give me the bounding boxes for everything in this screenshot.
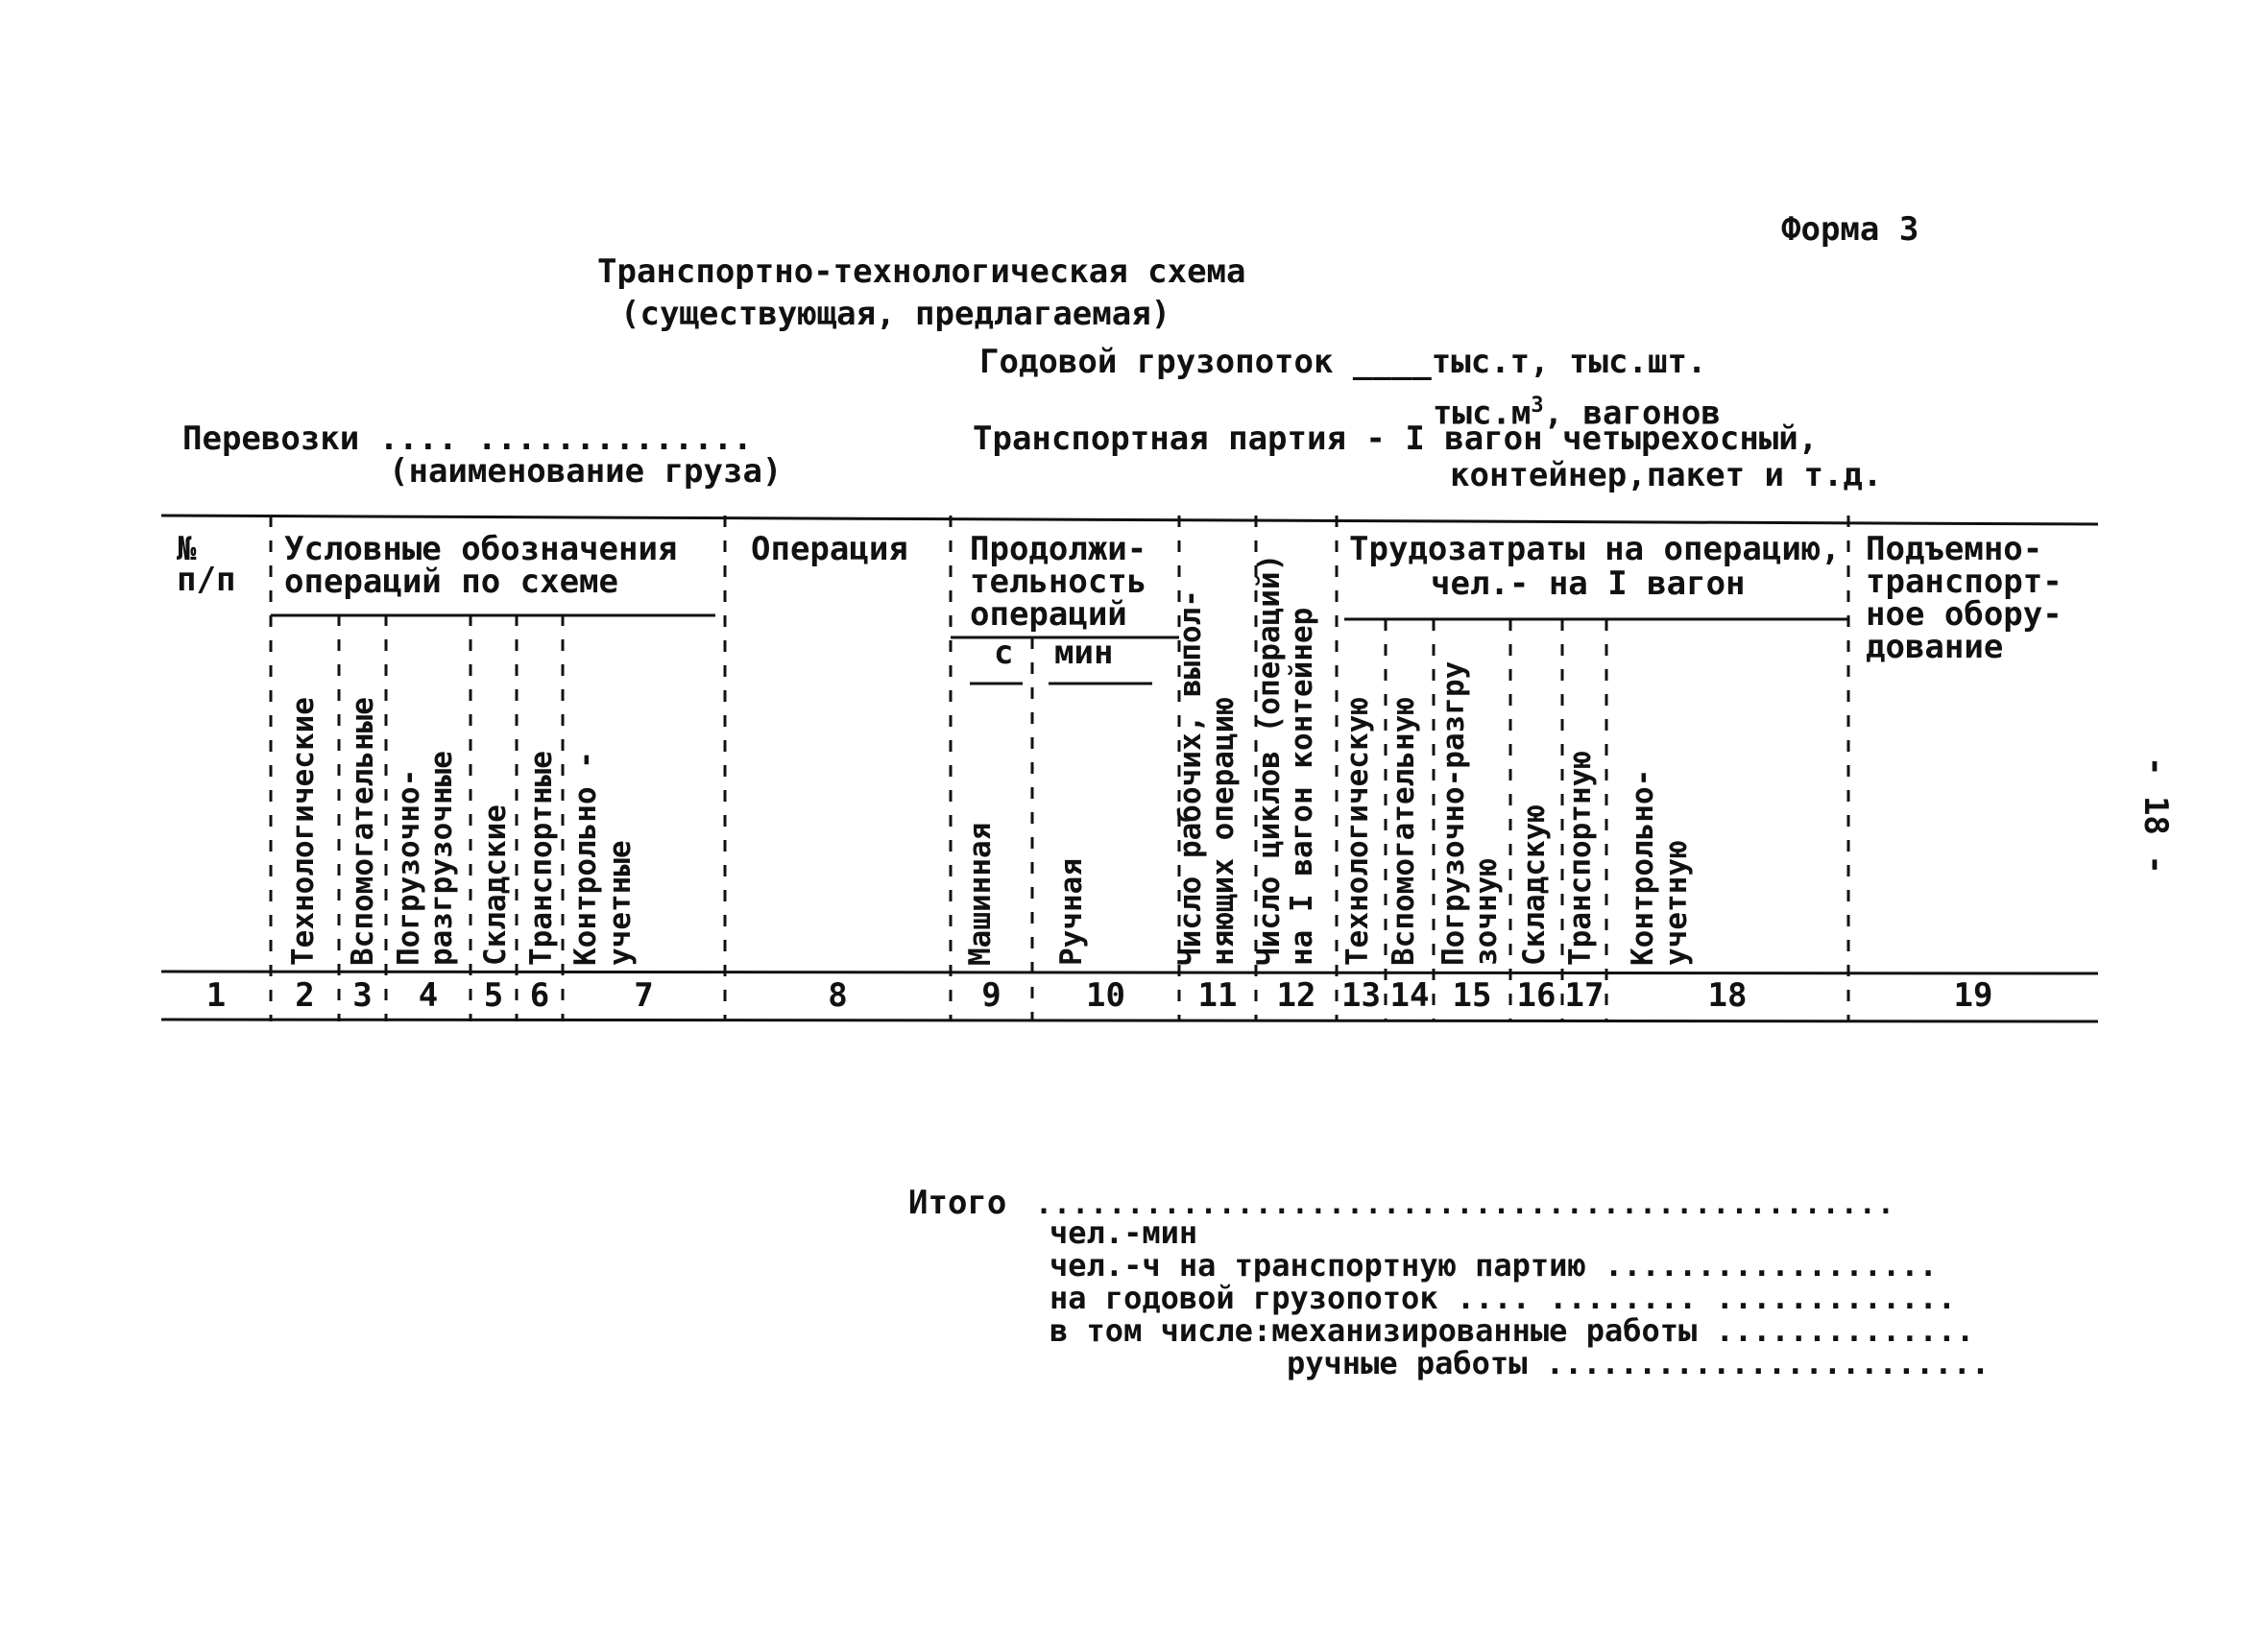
header-duration-1: Продолжи-: [970, 530, 1147, 568]
header-v-labor-loading-1: Погрузочно-разгру: [1436, 660, 1471, 966]
col-number: 11: [1197, 976, 1238, 1015]
header-symbols-2: операций по схеме: [284, 563, 618, 601]
col-number: 6: [529, 976, 550, 1015]
header-v-labor-loading-2: зочную: [1469, 858, 1504, 966]
header-v-workers-1: Число рабочих, выпол-: [1173, 589, 1208, 966]
form-label: Форма 3: [1781, 210, 1919, 249]
col-number: 16: [1516, 976, 1556, 1015]
header-labor-1: Трудозатраты на операцию,: [1349, 530, 1841, 568]
header-equipment-4: дование: [1866, 628, 2004, 666]
col-number: 18: [1707, 976, 1748, 1015]
table-header-bottom-rule: [160, 970, 2099, 975]
header-row-number: № п/п: [177, 530, 236, 599]
header-duration-3: операций: [970, 595, 1127, 634]
col-number: 10: [1086, 976, 1125, 1015]
header-operation: Операция: [751, 530, 908, 568]
col-number: 19: [1953, 976, 1993, 1015]
annual-flow-wagons: , вагонов: [1543, 394, 1721, 433]
transport-label: Перевозки .... ..............: [182, 420, 753, 458]
header-v-labor-storage: Складскую: [1517, 804, 1552, 966]
totals-person-min: чел.-мин: [1050, 1214, 1198, 1251]
col-number: 9: [981, 976, 1001, 1015]
col-number: 1: [205, 976, 227, 1015]
col-number: 15: [1452, 976, 1492, 1015]
header-unit-sec: с: [994, 634, 1014, 672]
table-top-rule: [160, 514, 2099, 526]
header-duration-2: тельность: [970, 563, 1147, 601]
col-number: 4: [418, 976, 439, 1015]
cargo-name-hint: (наименование груза): [389, 452, 783, 491]
header-equipment-2: транспорт-: [1866, 563, 2063, 601]
annual-flow-line-2: тыс.м3, вагонов: [1433, 394, 1721, 433]
totals-manual: ручные работы ........................: [1287, 1345, 1991, 1381]
totals-label: Итого: [908, 1184, 1007, 1222]
batch-line-2: контейнер,пакет и т.д.: [1450, 456, 1883, 494]
header-v-control-1: Контрольно -: [568, 751, 603, 966]
header-symbols-1: Условные обозначения: [284, 530, 678, 568]
header-v-machine: Машинная: [963, 822, 998, 966]
annual-flow-sup: 3: [1531, 394, 1544, 418]
header-equipment-1: Подъемно-: [1866, 530, 2043, 568]
header-v-transport: Транспортные: [524, 751, 559, 966]
header-v-workers-2: няющих операцию: [1206, 697, 1241, 966]
annual-flow-line-1: Годовой грузопоток ____тыс.т, тыс.шт.: [979, 343, 1707, 381]
header-unit-min: мин: [1054, 634, 1114, 672]
header-v-storage: Складские: [478, 804, 513, 966]
table-bottom-rule: [160, 1018, 2099, 1023]
header-v-loading-2: разгрузочные: [424, 751, 459, 966]
col-number: 8: [828, 976, 848, 1015]
header-v-labor-control-1: Контрольно-: [1626, 768, 1660, 966]
header-v-labor-technological: Технологическую: [1340, 697, 1375, 966]
header-v-cycles-1: Число циклов (операций): [1252, 553, 1287, 966]
col-number: 12: [1276, 976, 1316, 1015]
header-v-labor-transport: Транспортную: [1563, 751, 1598, 966]
col-number: 3: [352, 976, 373, 1015]
totals-leader: ........................................…: [1035, 1188, 1895, 1221]
col-number: 5: [483, 976, 504, 1015]
col-number: 14: [1389, 976, 1430, 1015]
header-v-labor-auxiliary: Вспомогательную: [1387, 697, 1421, 966]
annual-flow-unit: тыс.м: [1433, 394, 1532, 433]
header-v-technological: Технологические: [286, 697, 321, 966]
totals-annual: на годовой грузопоток .... ........ ....…: [1050, 1280, 1957, 1316]
batch-line-1: Транспортная партия - I вагон четырехосн…: [973, 420, 1819, 458]
header-v-labor-control-2: учетную: [1659, 840, 1694, 966]
col-number: 17: [1564, 976, 1604, 1015]
header-v-manual: Ручная: [1054, 858, 1089, 966]
header-v-auxiliary: Вспомогательные: [346, 697, 380, 966]
header-v-cycles-2: на I вагон контейнер: [1285, 607, 1319, 966]
col-number: 2: [295, 976, 315, 1015]
col-number: 13: [1341, 976, 1381, 1015]
header-v-loading-1: Погрузочно-: [392, 768, 426, 966]
header-v-control-2: учетные: [603, 840, 638, 966]
totals-including: в том числе:механизированные работы ....…: [1050, 1312, 1975, 1349]
document-subtitle: (существующая, предлагаемая): [620, 295, 1171, 333]
header-labor-2: чел.- на I вагон: [1431, 564, 1746, 603]
document-title: Транспортно-технологическая схема: [597, 252, 1246, 291]
col-number: 7: [634, 976, 654, 1015]
totals-person-hours: чел.-ч на транспортную партию ..........…: [1050, 1247, 1938, 1284]
header-equipment-3: ное обору-: [1866, 595, 2063, 634]
